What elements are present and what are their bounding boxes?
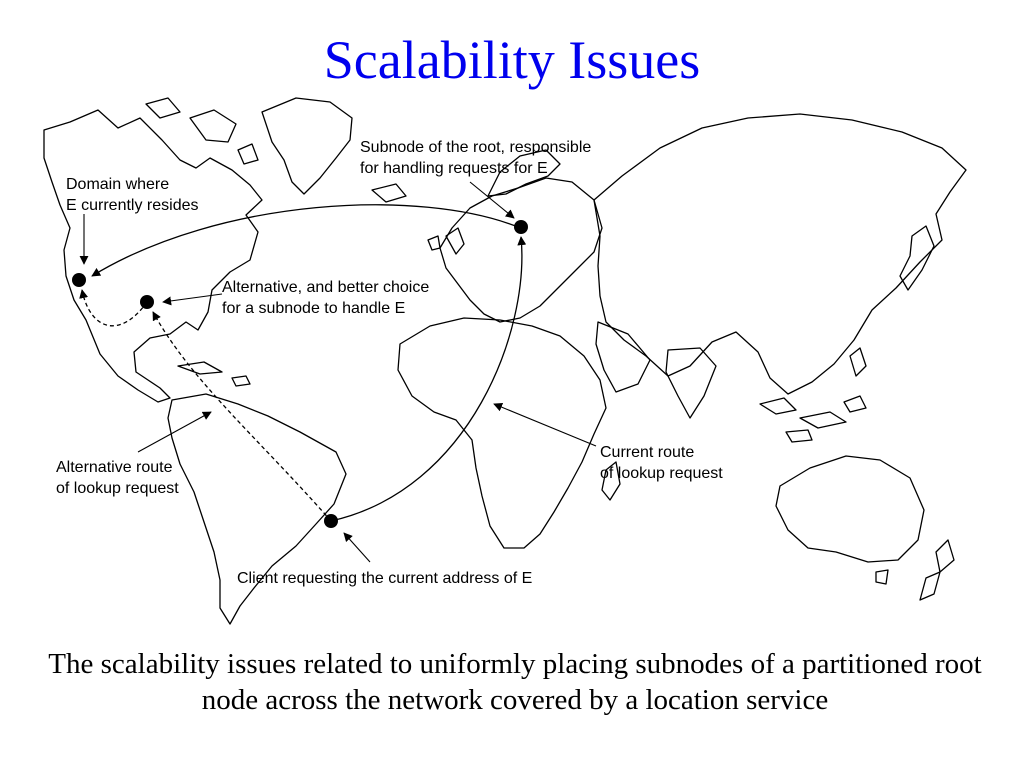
pointer-alternative-choice [162, 293, 223, 306]
philippines-outline [849, 347, 867, 377]
label-alternative-choice: Alternative, and better choice for a sub… [222, 279, 430, 317]
scandinavia-outline [487, 149, 561, 197]
tasmania-outline [875, 569, 889, 585]
north-america-outline [43, 109, 263, 403]
pointer-alternative-route [137, 411, 212, 453]
europe-outline [439, 177, 603, 323]
india-outline [665, 347, 717, 419]
node-alternative-subnode [140, 295, 154, 309]
node-client [324, 514, 338, 528]
label-alternative-route: Alternative route of lookup request [56, 459, 179, 497]
africa-outline [397, 317, 607, 549]
label-subnode-root: Subnode of the root, responsible for han… [360, 139, 592, 177]
pointer-arrows [79, 181, 597, 563]
slide-caption: The scalability issues related to unifor… [48, 648, 982, 716]
label-domain-e: Domain where E currently resides [66, 176, 199, 214]
node-root-subnode [514, 220, 528, 234]
route-root-to-domain [91, 204, 519, 277]
slide-title: Scalability Issues [323, 30, 701, 90]
nodes [72, 220, 528, 528]
routes [79, 204, 527, 522]
australia-outline [775, 455, 925, 563]
caribbean-outline [177, 361, 251, 387]
south-america-outline [167, 393, 347, 625]
label-client: Client requesting the current address of… [237, 570, 533, 587]
new-zealand-outline [919, 539, 955, 601]
arabia-outline [595, 321, 651, 393]
indonesia-outline [759, 395, 867, 443]
pointer-current-route [493, 402, 597, 447]
greenland-outline [261, 97, 353, 195]
iceland-outline [371, 183, 407, 203]
madagascar-outline [601, 461, 621, 501]
node-domain-e [72, 273, 86, 287]
continent-outlines [43, 97, 967, 625]
british-isles-outline [427, 227, 465, 255]
pointer-client [343, 532, 371, 563]
japan-outline [899, 225, 935, 291]
asia-outline [593, 113, 967, 395]
label-current-route: Current route of lookup request [600, 444, 723, 482]
route-alt-subnode-to-domain [79, 289, 148, 327]
route-alternative-lookup [152, 311, 332, 522]
route-current-lookup [330, 236, 527, 522]
pointer-subnode-root [469, 181, 515, 219]
arctic-islands-outline [145, 97, 259, 165]
